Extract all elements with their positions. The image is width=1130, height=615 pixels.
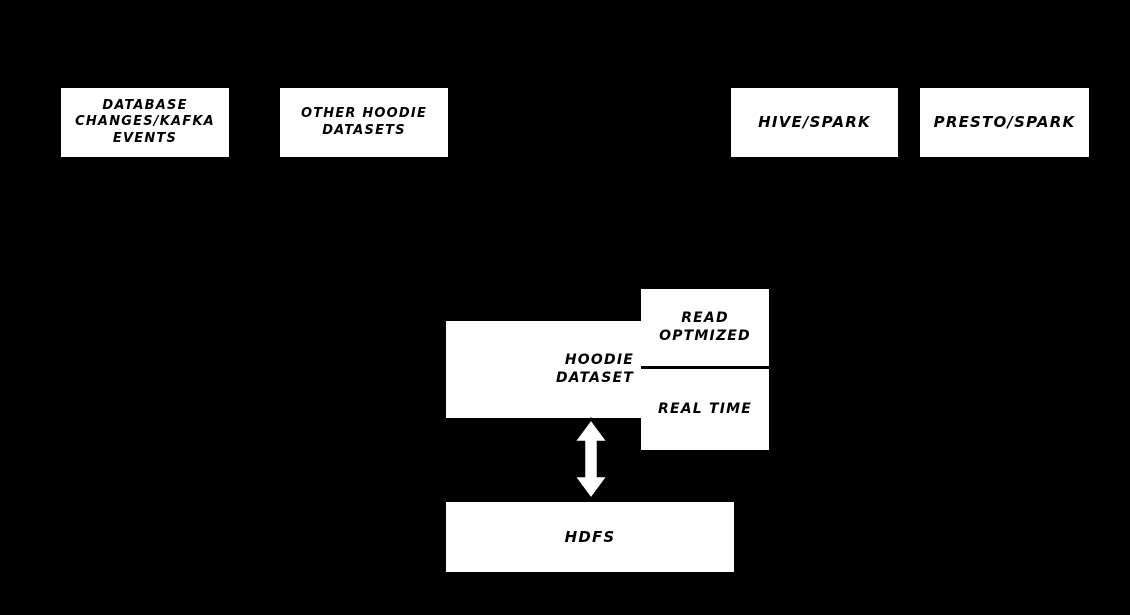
node-database-changes-kafka-events[interactable]: DATABASE CHANGES/KAFKA EVENTS <box>61 88 229 157</box>
node-label: HDFS <box>564 527 616 546</box>
node-hdfs[interactable]: HDFS <box>446 502 734 572</box>
node-real-time-view[interactable]: REAL TIME <box>641 369 769 450</box>
node-hoodie-dataset[interactable]: HOODIE DATASET <box>446 321 642 418</box>
node-label: PRESTO/SPARK <box>933 113 1076 132</box>
node-label: REAL TIME <box>657 400 753 417</box>
node-label: DATABASE CHANGES/KAFKA EVENTS <box>75 98 215 146</box>
node-presto-spark[interactable]: PRESTO/SPARK <box>920 88 1089 157</box>
node-label: HOODIE DATASET <box>555 352 634 386</box>
node-label: READ OPTMIZED <box>659 310 751 344</box>
double-headed-vertical-arrow-icon <box>571 417 611 501</box>
node-read-optimized-view[interactable]: READ OPTMIZED <box>641 289 769 369</box>
node-other-hoodie-datasets[interactable]: OTHER HOODIE DATASETS <box>280 88 448 157</box>
node-hive-spark[interactable]: HIVE/SPARK <box>731 88 898 157</box>
node-label: HIVE/SPARK <box>758 113 871 132</box>
node-label: OTHER HOODIE DATASETS <box>300 106 428 138</box>
